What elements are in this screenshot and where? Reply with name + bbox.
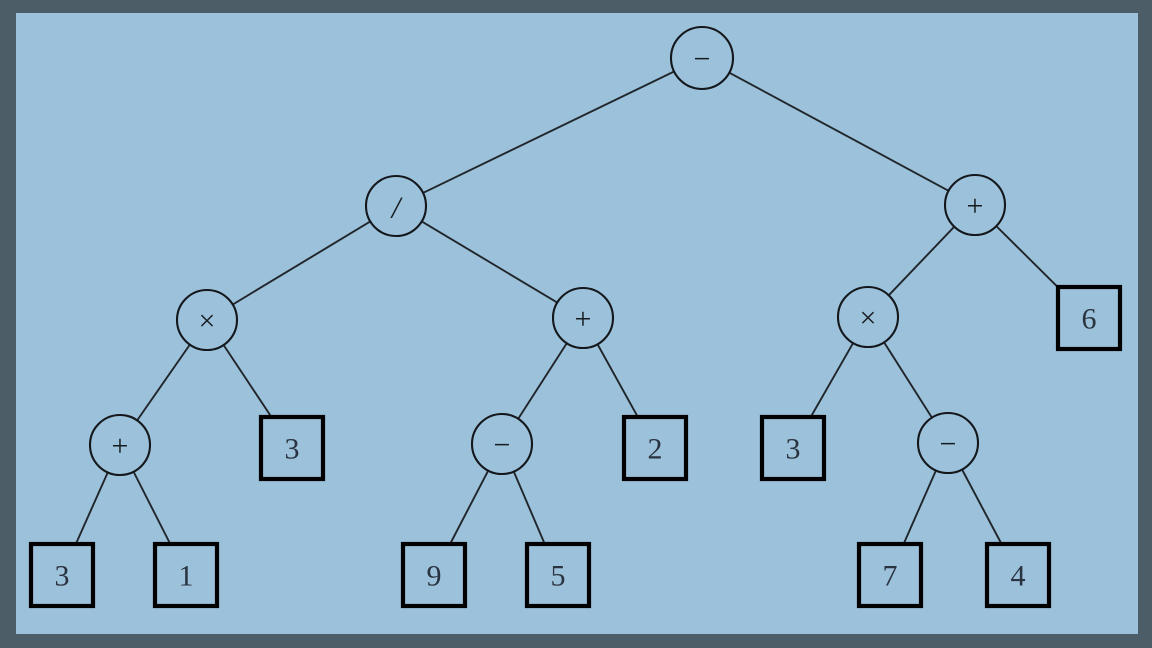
leaf-node-nine-leaf_9[interactable]: 9 bbox=[400, 541, 468, 609]
node-rect-outline bbox=[400, 541, 468, 609]
operator-node-minus-root[interactable]: − bbox=[669, 25, 735, 91]
leaf-node-four-leaf_4[interactable]: 4 bbox=[984, 541, 1052, 609]
tree-edge-n_plus_r-to-leaf_6 bbox=[995, 225, 1059, 289]
node-circle-outline bbox=[175, 288, 239, 352]
node-circle-outline bbox=[470, 412, 534, 476]
operator-node-plus-n_plus_m[interactable]: + bbox=[551, 286, 615, 350]
operator-label-times: × bbox=[860, 302, 877, 335]
node-rect-outline bbox=[524, 541, 592, 609]
leaf-label-three: 3 bbox=[786, 433, 801, 466]
leaf-label-three: 3 bbox=[285, 433, 300, 466]
tree-edge-n_plus_m-to-leaf_2 bbox=[596, 343, 639, 418]
tree-edge-n_div-to-n_mul_l bbox=[231, 220, 372, 306]
operator-node-plus-n_plus_ll[interactable]: + bbox=[88, 413, 152, 477]
tree-edge-n_minus_m-to-leaf_9 bbox=[449, 469, 490, 545]
node-rect-outline bbox=[621, 414, 689, 482]
node-circle-outline bbox=[916, 411, 980, 475]
nodes-layer: − / + × + × 6 +3 − 2 3 − 3 1 9 5 7 4 bbox=[28, 25, 1123, 609]
operator-label-plus: + bbox=[575, 303, 592, 336]
node-rect-outline bbox=[759, 414, 827, 482]
tree-edge-n_minus_r-to-leaf_4 bbox=[961, 468, 1003, 545]
leaf-label-four: 4 bbox=[1011, 560, 1026, 593]
tree-edge-n_mul_l-to-leaf_3a bbox=[222, 344, 273, 418]
node-circle-outline bbox=[88, 413, 152, 477]
tree-edge-n_mul_r-to-leaf_3b bbox=[809, 342, 855, 418]
leaf-label-nine: 9 bbox=[427, 560, 442, 593]
operator-label-minus: − bbox=[940, 428, 957, 461]
leaf-node-two-leaf_2[interactable]: 2 bbox=[621, 414, 689, 482]
tree-edge-n_mul_r-to-n_minus_r bbox=[883, 341, 933, 419]
operator-label-minus: − bbox=[494, 429, 511, 462]
tree-edge-n_div-to-n_plus_m bbox=[420, 220, 559, 304]
operator-label-plus: + bbox=[112, 430, 129, 463]
node-rect-outline bbox=[28, 541, 96, 609]
leaf-node-six-leaf_6[interactable]: 6 bbox=[1055, 284, 1123, 352]
node-rect-outline bbox=[984, 541, 1052, 609]
operator-node-times-n_mul_l[interactable]: × bbox=[175, 288, 239, 352]
leaf-label-seven: 7 bbox=[883, 560, 898, 593]
leaf-node-five-leaf_5[interactable]: 5 bbox=[524, 541, 592, 609]
leaf-node-three-leaf_3b[interactable]: 3 bbox=[759, 414, 827, 482]
tree-edge-n_plus_ll-to-leaf_1 bbox=[132, 470, 172, 545]
node-circle-outline bbox=[669, 25, 735, 91]
operator-node-divide-n_div[interactable]: / bbox=[364, 174, 428, 238]
operator-label-divide: / bbox=[390, 190, 403, 225]
node-rect-outline bbox=[258, 414, 326, 482]
tree-edge-n_mul_l-to-n_plus_ll bbox=[136, 343, 191, 422]
operator-node-times-n_mul_r[interactable]: × bbox=[836, 285, 900, 349]
leaf-label-one: 1 bbox=[179, 560, 194, 593]
leaf-label-five: 5 bbox=[551, 560, 566, 593]
operator-label-times: × bbox=[199, 305, 216, 338]
leaf-node-seven-leaf_7[interactable]: 7 bbox=[856, 541, 924, 609]
leaf-label-two: 2 bbox=[648, 433, 663, 466]
tree-edge-n_plus_ll-to-leaf_3c bbox=[74, 471, 109, 545]
tree-edge-n_plus_m-to-n_minus_m bbox=[517, 342, 568, 420]
leaf-node-three-leaf_3a[interactable]: 3 bbox=[258, 414, 326, 482]
node-rect-outline bbox=[152, 541, 220, 609]
tree-edge-n_plus_r-to-n_mul_r bbox=[887, 225, 956, 297]
operator-label-plus: + bbox=[967, 190, 984, 223]
node-circle-outline bbox=[943, 173, 1007, 237]
tree-edge-root-to-n_div bbox=[422, 70, 676, 194]
node-rect-outline bbox=[1055, 284, 1123, 352]
node-rect-outline bbox=[856, 541, 924, 609]
operator-label-minus: − bbox=[694, 43, 711, 76]
node-circle-outline bbox=[836, 285, 900, 349]
operator-node-plus-n_plus_r[interactable]: + bbox=[943, 173, 1007, 237]
tree-edge-root-to-n_plus_r bbox=[728, 71, 950, 192]
node-circle-outline bbox=[364, 174, 428, 238]
tree-edge-n_minus_r-to-leaf_7 bbox=[902, 469, 937, 545]
diagram-background bbox=[16, 13, 1138, 634]
tree-edge-n_minus_m-to-leaf_5 bbox=[512, 470, 546, 545]
leaf-node-three-leaf_3c[interactable]: 3 bbox=[28, 541, 96, 609]
leaf-label-six: 6 bbox=[1082, 303, 1097, 336]
operator-node-minus-n_minus_r[interactable]: − bbox=[916, 411, 980, 475]
edges-layer bbox=[74, 70, 1059, 545]
leaf-label-three: 3 bbox=[55, 560, 70, 593]
leaf-node-one-leaf_1[interactable]: 1 bbox=[152, 541, 220, 609]
node-circle-outline bbox=[551, 286, 615, 350]
operator-node-minus-n_minus_m[interactable]: − bbox=[470, 412, 534, 476]
